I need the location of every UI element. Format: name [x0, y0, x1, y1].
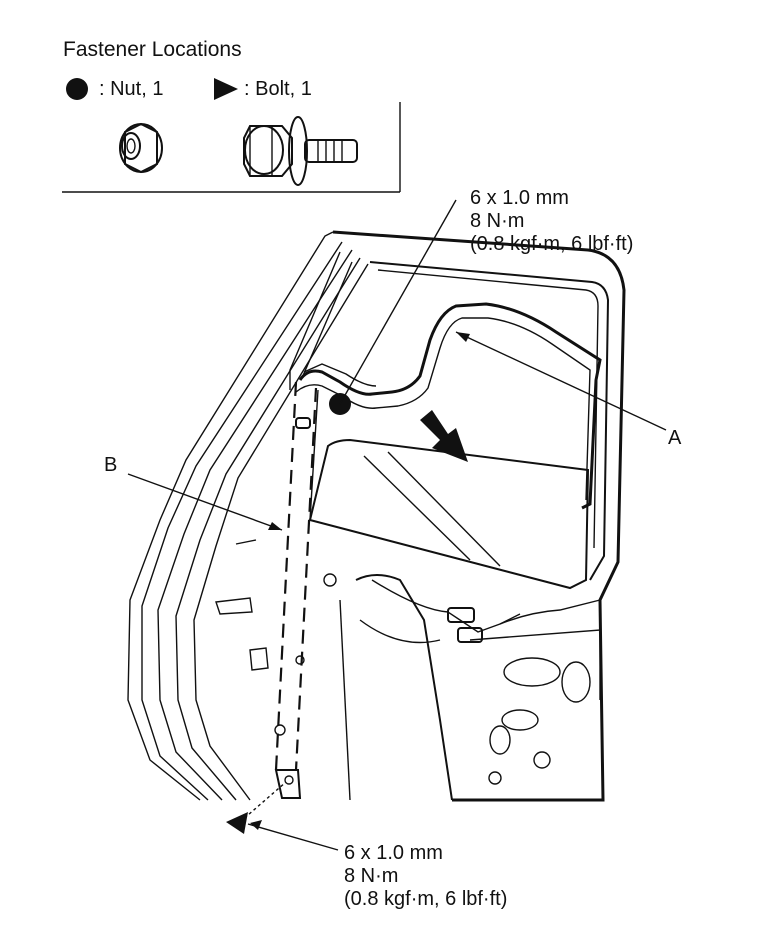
bottom-spec-torque: 8 N·m — [344, 865, 399, 887]
leader-a — [455, 331, 667, 431]
bottom-spec-size: 6 x 1.0 mm — [344, 842, 443, 864]
door-panel — [127, 230, 626, 802]
removal-arrow-icon — [420, 410, 468, 462]
stud — [295, 417, 311, 429]
label-a: A — [668, 427, 682, 449]
top-spec-conversion: (0.8 kgf·m, 6 lbf·ft) — [470, 233, 634, 255]
bottom-spec-conversion: (0.8 kgf·m, 6 lbf·ft) — [344, 888, 508, 910]
rear-channel-b — [274, 381, 318, 799]
door-inner-panel — [215, 539, 601, 801]
glass-run-channel — [295, 302, 602, 510]
top-callout-leader — [339, 199, 457, 405]
bottom-callout-leader — [247, 823, 339, 851]
nut-drawing-icon — [119, 122, 163, 174]
label-b: B — [104, 454, 118, 476]
legend-box — [62, 102, 401, 193]
bolt-symbol-icon — [214, 78, 238, 100]
legend-bolt-label: : Bolt, 1 — [244, 78, 312, 100]
top-spec-size: 6 x 1.0 mm — [470, 187, 569, 209]
top-spec-torque: 8 N·m — [470, 210, 525, 232]
wiring-harness — [359, 579, 601, 644]
nut-symbol-icon — [66, 78, 88, 100]
window-glass — [308, 389, 590, 590]
legend-nut-label: : Nut, 1 — [99, 78, 164, 100]
bolt-drawing-icon — [243, 116, 358, 186]
bottom-bolt-icon — [226, 812, 248, 834]
legend-title: Fastener Locations — [63, 38, 242, 61]
leader-b — [127, 473, 283, 531]
